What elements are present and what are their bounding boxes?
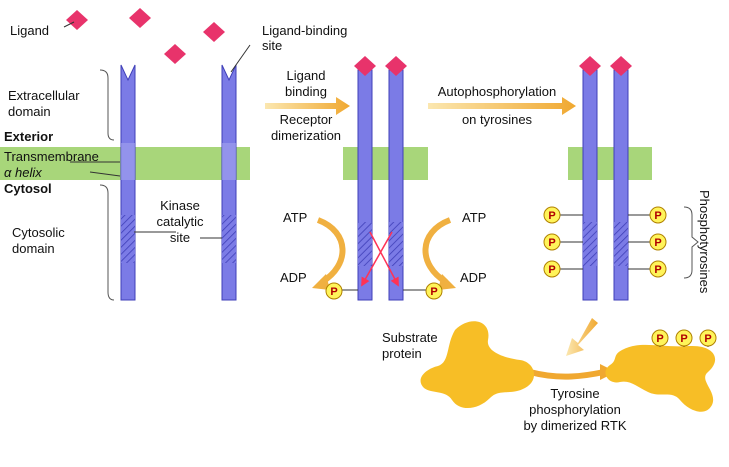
ligand-diamond [129,8,151,28]
cross-arrow [361,231,393,287]
label-kinase-3: site [170,230,190,245]
label-receptor-dimerization: Receptor [280,112,333,127]
substrate-phosphate-groups: P P P [651,329,717,347]
cross-arrow [369,231,399,287]
label-extracellular-2: domain [8,104,51,119]
label-transmembrane-2: α helix [4,165,42,180]
phosphate-group: P [325,282,343,300]
label-receptor-dimerization-2: dimerization [271,128,341,143]
substrate-protein [420,321,535,409]
arrow-to-substrate [566,318,598,356]
receptor-dimer-1 [354,56,407,301]
atp-adp-arrow-left [316,217,346,285]
receptor-monomer-left [120,64,136,301]
svg-text:P: P [548,210,555,222]
arrow-step-1 [265,97,350,115]
label-kinase: Kinase [160,198,200,213]
membrane-panel-3 [568,147,652,180]
phosphotyrosine-left-column: P P P [543,206,583,278]
label-autophosphorylation-2: on tyrosines [462,112,533,127]
label-cytosolic-2: domain [12,241,55,256]
brace-phosphotyrosines [683,206,699,279]
label-ligand-binding-site: Ligand-binding [262,23,347,38]
label-adp-right: ADP [460,270,487,285]
atp-adp-arrow-right [422,217,452,285]
arrow-substrate-phosphorylation [529,369,605,380]
svg-text:P: P [654,210,661,222]
svg-text:P: P [330,286,337,298]
phosphorylated-substrate [605,344,716,412]
arrowhead [312,274,330,290]
label-atp-right: ATP [462,210,486,225]
svg-text:P: P [680,333,687,345]
label-tyrosine-phosphorylation-2: phosphorylation [529,402,621,417]
label-tyrosine-phosphorylation: Tyrosine [550,386,599,401]
svg-text:P: P [430,286,437,298]
label-substrate-2: protein [382,346,422,361]
bound-ligand [579,56,601,76]
label-ligand-binding-step: Ligand [286,68,325,83]
label-transmembrane: Transmembrane [4,149,99,164]
label-kinase-2: catalytic [157,214,204,229]
label-ligand: Ligand [10,23,49,38]
receptor-monomer-right [221,64,237,301]
ligand-diamond [66,10,88,30]
phosphotyrosine-right-column: P P P [628,206,667,278]
ligand-diamond [164,44,186,64]
label-ligand-binding-site-2: site [262,38,282,53]
label-autophosphorylation: Autophosphorylation [438,84,557,99]
svg-text:P: P [704,333,711,345]
label-atp-left: ATP [283,210,307,225]
label-ligand-binding-step-2: binding [285,84,327,99]
label-tyrosine-phosphorylation-3: by dimerized RTK [523,418,626,433]
ligand-diamond [203,22,225,42]
membrane-panel-2 [343,147,428,180]
label-exterior: Exterior [4,129,53,144]
bound-ligand [385,56,407,76]
bound-ligand [610,56,632,76]
svg-text:P: P [654,264,661,276]
brace-extracellular [99,69,115,141]
label-cytosolic: Cytosolic [12,225,65,240]
phosphate-group: P [425,282,443,300]
receptor-dimer-2 [579,56,632,301]
arrowhead [438,274,456,290]
svg-text:P: P [548,237,555,249]
label-adp-left: ADP [280,270,307,285]
svg-text:P: P [654,237,661,249]
bound-ligand [354,56,376,76]
label-substrate: Substrate [382,330,438,345]
svg-text:P: P [656,333,663,345]
label-phosphotyrosines: Phosphotyrosines [697,190,712,294]
label-extracellular: Extracellular [8,88,80,103]
brace-cytosolic [99,184,115,301]
svg-text:P: P [548,264,555,276]
arrow-step-2 [428,97,576,115]
label-cytosol: Cytosol [4,181,52,196]
